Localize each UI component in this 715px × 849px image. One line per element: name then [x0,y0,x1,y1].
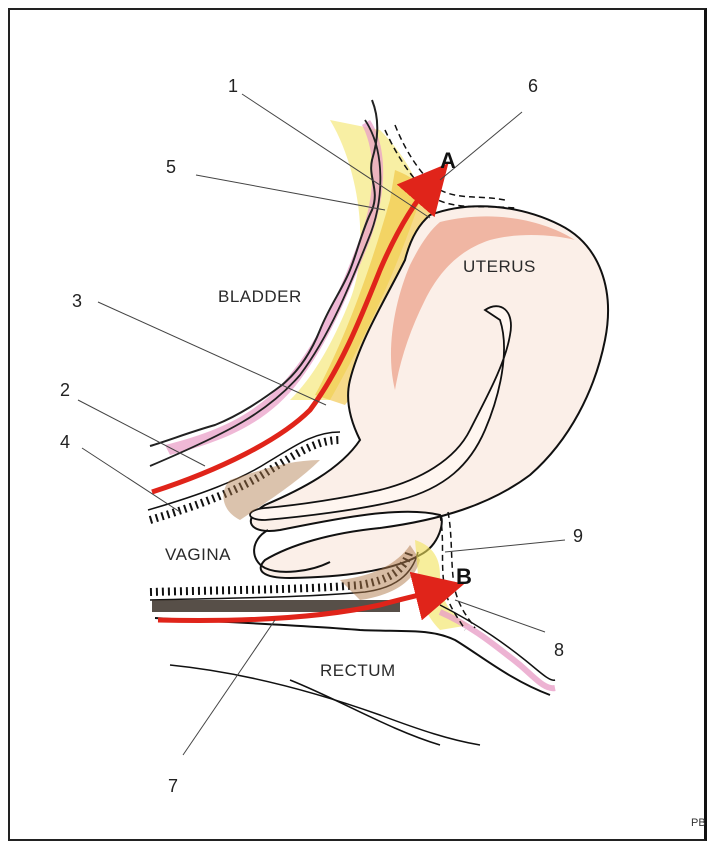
number-6: 6 [528,76,538,96]
route-label-a: A [440,148,456,173]
number-4: 4 [60,432,70,452]
leader-7 [183,620,275,755]
number-2: 2 [60,380,70,400]
rectum-pink-wall [440,612,555,688]
leader-9 [445,540,565,552]
leader-1 [242,94,430,218]
leader-4 [82,448,180,512]
number-8: 8 [554,640,564,660]
leader-2 [78,400,205,466]
label-vagina: VAGINA [165,545,231,564]
label-uterus: UTERUS [463,257,536,276]
leader-3 [98,302,326,405]
rectum-lower-line-2 [290,680,440,745]
number-9: 9 [573,526,583,546]
number-1: 1 [228,76,238,96]
number-7: 7 [168,776,178,796]
rectum-wall [155,618,550,695]
label-bladder: BLADDER [218,287,302,306]
label-rectum: RECTUM [320,661,396,680]
artist-signature: PB [691,817,706,829]
number-3: 3 [72,291,82,311]
number-5: 5 [166,157,176,177]
route-label-b: B [456,564,472,589]
